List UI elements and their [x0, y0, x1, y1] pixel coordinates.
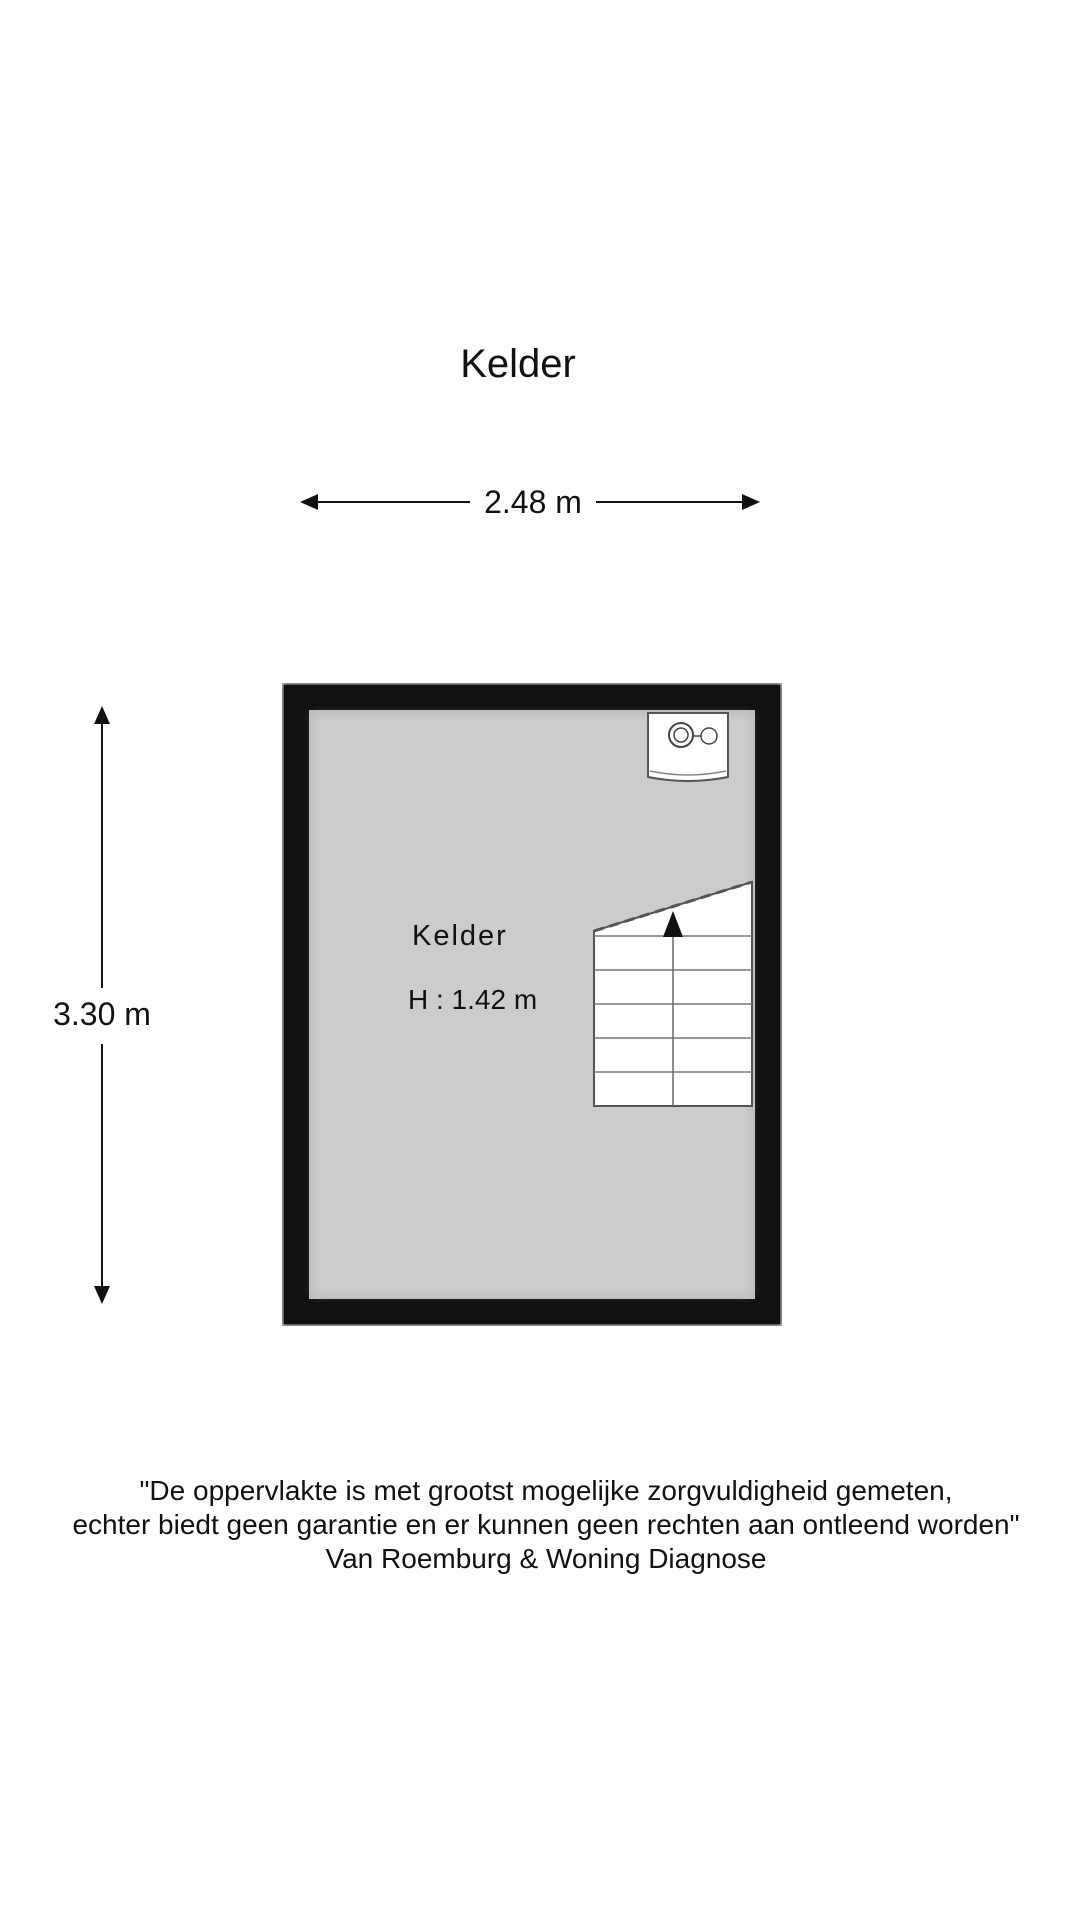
dimension-line — [101, 722, 103, 988]
room-ceiling-height: H : 1.42 m — [408, 984, 538, 1015]
disclaimer-company: Van Roemburg & Woning Diagnose — [325, 1543, 767, 1574]
arrow-up-icon — [94, 706, 110, 724]
height-label: 3.30 m — [40, 994, 164, 1034]
floor-title: Kelder — [460, 342, 576, 386]
disclaimer: "De oppervlakte is met grootst mogelijke… — [0, 1474, 1080, 1576]
disclaimer-line: "De oppervlakte is met grootst mogelijke… — [139, 1475, 953, 1506]
room-name: Kelder — [412, 920, 508, 952]
floor-plan — [282, 683, 782, 1326]
arrow-left-icon — [300, 494, 318, 510]
dimension-line — [101, 1044, 103, 1288]
disclaimer-line: echter biedt geen garantie en er kunnen … — [72, 1509, 1020, 1540]
boiler-icon — [647, 712, 729, 782]
height-dimension: 3.30 m — [40, 706, 164, 1304]
arrow-down-icon — [94, 1286, 110, 1304]
stair-direction-arrow-icon — [663, 911, 683, 937]
dimension-line — [596, 501, 746, 503]
staircase — [593, 880, 753, 1107]
width-label: 2.48 m — [484, 484, 582, 520]
dimension-line — [314, 501, 470, 503]
arrow-right-icon — [742, 494, 760, 510]
floor-plan-drawing — [282, 683, 782, 1326]
width-dimension: 2.48 m — [300, 478, 760, 526]
